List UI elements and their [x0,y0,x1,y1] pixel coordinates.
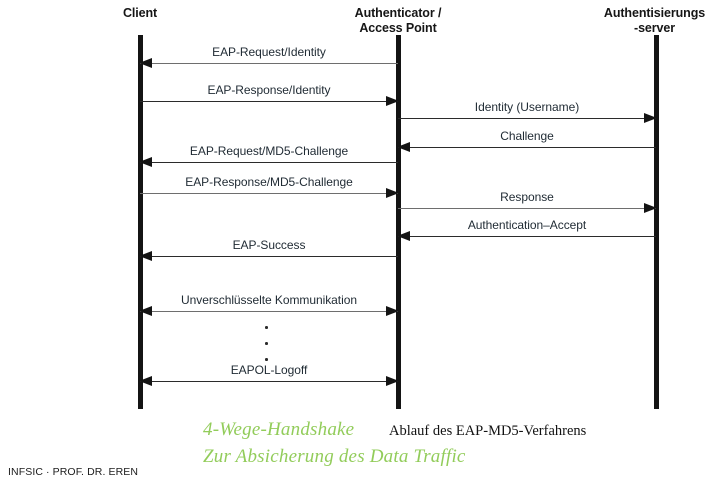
ellipsis-dot [265,326,268,329]
arrowhead-left-icon [139,156,152,167]
arrowhead-left-icon [139,57,152,68]
message-line [398,208,656,209]
message-line [140,101,398,102]
footer-attribution: INFSIC · PROF. DR. EREN [8,466,139,478]
arrowhead-left-icon [397,230,410,241]
message-line [140,256,398,257]
message-label: Identity (Username) [474,100,580,114]
message-label: Authentication–Accept [467,218,587,232]
ellipsis-dot [265,358,268,361]
message-line [140,162,398,163]
message-line [140,311,398,312]
message-label: Unverschlüsselte Kommunikation [181,293,357,307]
arrowhead-left-icon [139,375,152,386]
caption-4-wege-handshake: 4-Wege-Handshake [203,419,355,440]
message-label: EAP-Success [232,238,306,252]
message-label: EAP-Request/MD5-Challenge [189,144,349,158]
message-label: EAP-Request/Identity [212,45,326,59]
caption-diagram-title: Ablauf des EAP-MD5-Verfahrens [389,423,587,439]
participant-label-authenticator: Authenticator / Access Point [354,6,442,35]
message-line [398,236,656,237]
message-line [140,63,398,64]
lifeline-authenticator [396,35,401,409]
participant-label-client: Client [122,6,158,20]
message-label: Response [500,190,554,204]
lifeline-client [138,35,143,409]
arrowhead-left-icon [139,305,152,316]
arrowhead-right-icon [644,112,657,123]
message-label: EAP-Response/Identity [207,83,331,97]
message-label: EAPOL-Logoff [230,363,308,377]
message-label: Challenge [500,129,554,143]
arrowhead-right-icon [386,95,399,106]
lifeline-server [654,35,659,409]
message-label: EAP-Response/MD5-Challenge [185,175,353,189]
arrowhead-right-icon [386,305,399,316]
message-line [140,193,398,194]
ellipsis-dot [265,342,268,345]
arrowhead-left-icon [397,141,410,152]
message-line [140,381,398,382]
arrowhead-left-icon [139,250,152,261]
arrowhead-right-icon [644,202,657,213]
message-line [398,118,656,119]
arrowhead-right-icon [386,375,399,386]
arrowhead-right-icon [386,187,399,198]
message-line [398,147,656,148]
caption-absicherung-data-traffic: Zur Absicherung des Data Traffic [203,446,466,467]
participant-label-server: Authentisierungs -server [603,6,706,35]
